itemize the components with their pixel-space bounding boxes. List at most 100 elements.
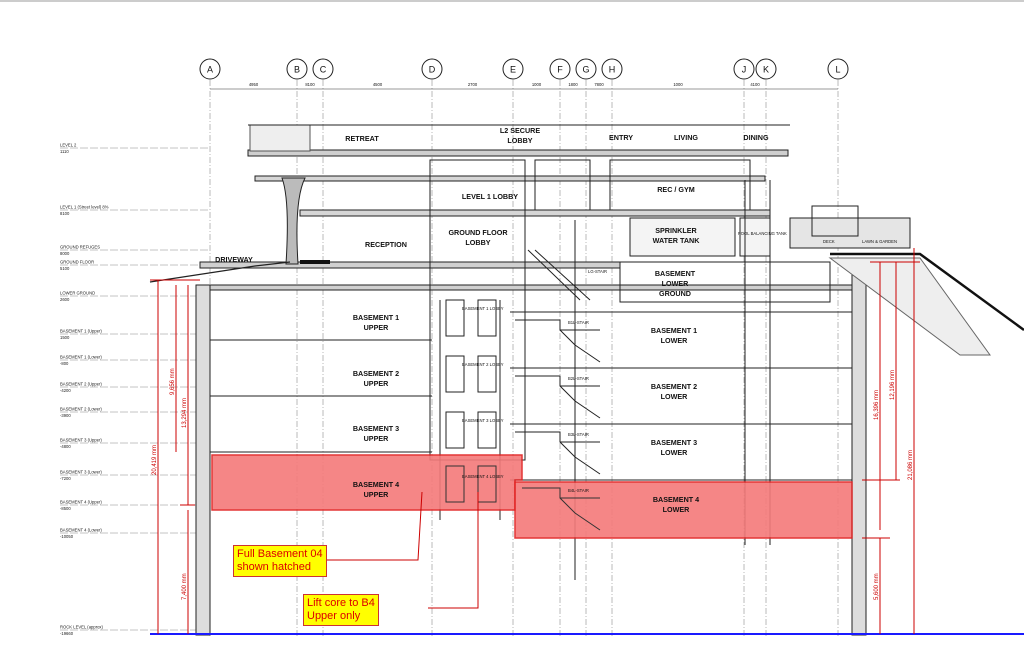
room-b2l-1: BASEMENT 2 — [651, 382, 697, 391]
level-rl: 1110 — [60, 149, 69, 154]
dim-13294: 13,294 mm — [182, 398, 188, 428]
callout-1-line-2: shown hatched — [237, 561, 311, 573]
level-name: BASEMENT 3 (Lower) — [60, 470, 102, 475]
dim-21086: 21,086 mm — [908, 450, 914, 480]
room-b4l-2: LOWER — [663, 505, 691, 514]
grid-label-k: K — [763, 65, 769, 75]
room-gf-lobby-2: LOBBY — [465, 238, 490, 247]
basement-4-highlight — [211, 454, 853, 539]
room-driveway: DRIVEWAY — [215, 255, 253, 264]
room-b1l-1: BASEMENT 1 — [651, 326, 697, 335]
dim-5600: 5,600 mm — [874, 573, 880, 600]
room-b4u-1: BASEMENT 4 — [353, 480, 399, 489]
room-blg-2: LOWER — [662, 279, 690, 288]
grid-label-c: C — [320, 65, 327, 75]
level-rl: 8100 — [60, 211, 70, 216]
callout-lift-core: Lift core to B4 Upper only — [303, 594, 379, 626]
room-b3l-2: LOWER — [661, 448, 689, 457]
room-b2l-2: LOWER — [661, 392, 689, 401]
room-lift1: BASEMENT 1 LOBBY — [462, 306, 504, 311]
grid-bubble-d — [421, 58, 443, 80]
room-b3-stair: B3L-STAIR — [568, 432, 589, 437]
room-b1l-2: LOWER — [661, 336, 689, 345]
dim-20419: 20,419 mm — [152, 445, 158, 475]
dimension-texts: 9,656 mm 13,294 mm 20,419 mm 7,400 mm 16… — [152, 368, 914, 600]
callout-2-line-1: Lift core to B4 — [307, 597, 375, 609]
room-b2u-1: BASEMENT 2 — [353, 369, 399, 378]
grid-bubble-l — [827, 58, 849, 80]
grid-spacing-label: 1000 — [532, 82, 542, 87]
grid-spacing-label: 4950 — [249, 82, 259, 87]
level-name: BASEMENT 2 (Lower) — [60, 407, 102, 412]
dimension-lines — [150, 248, 920, 634]
grid-spacing-label: 1800 — [568, 82, 578, 87]
level-name: LOWER GROUND — [60, 291, 95, 296]
grid-bubble-e — [502, 58, 524, 80]
grid-spacing-label: 7800 — [594, 82, 604, 87]
level-rl: 1500 — [60, 335, 70, 340]
room-b2-stair: B2L-STAIR — [568, 376, 589, 381]
room-l2-lobby-1: L2 SECURE — [500, 126, 541, 135]
room-labels: RETREAT L2 SECURE LOBBY ENTRY LIVING DIN… — [215, 126, 897, 514]
room-blg-3: GROUND — [659, 289, 691, 298]
room-b4u-2: UPPER — [364, 490, 390, 499]
grid-label-a: A — [207, 65, 213, 75]
grid-spacing-label: 4100 — [750, 82, 760, 87]
level-name: LEVEL 2 — [60, 143, 77, 148]
room-lg-stair: LG-STAIR — [588, 269, 607, 274]
room-b3l-1: BASEMENT 3 — [651, 438, 697, 447]
grid-bubble-f — [549, 58, 571, 80]
room-l2-lobby-2: LOBBY — [507, 136, 532, 145]
room-b4l-1: BASEMENT 4 — [653, 495, 699, 504]
room-b2u-2: UPPER — [364, 379, 390, 388]
grid-label-b: B — [294, 65, 300, 75]
grid-spacing-label: 2700 — [468, 82, 478, 87]
level-name: BASEMENT 1 (Upper) — [60, 329, 102, 334]
level-name: BASEMENT 4 (Lower) — [60, 528, 102, 533]
grid-label-g: G — [582, 65, 589, 75]
level-name: BASEMENT 2 (Upper) — [60, 382, 102, 387]
room-entry: ENTRY — [609, 133, 633, 142]
grid-label-h: H — [609, 65, 616, 75]
room-b4-stair: B4L-STAIR — [568, 488, 589, 493]
level-name: BASEMENT 1 (Lower) — [60, 355, 102, 360]
level-rl: -7200 — [60, 476, 71, 481]
level-rl: 5100 — [60, 266, 70, 271]
callout-2-line-2: Upper only — [307, 610, 361, 622]
dim-12196: 12,196 mm — [890, 370, 896, 400]
grid-spacing-label: 4500 — [373, 82, 383, 87]
level-rl: -4200 — [60, 388, 71, 393]
room-lift2: BASEMENT 2 LOBBY — [462, 362, 504, 367]
dim-9656: 9,656 mm — [170, 368, 176, 395]
grid-bubble-c — [312, 58, 334, 80]
grid-bubble-h — [601, 58, 623, 80]
level-rl: -8500 — [60, 506, 71, 511]
room-level1-lobby: LEVEL 1 LOBBY — [462, 192, 518, 201]
dim-16396: 16,396 mm — [874, 390, 880, 420]
grid-label-f: F — [557, 65, 563, 75]
level-rl: -800 — [60, 361, 69, 366]
room-deck: DECK — [823, 239, 835, 244]
building-structure — [149, 124, 1024, 636]
grid-label-d: D — [429, 65, 436, 75]
room-b1u-1: BASEMENT 1 — [353, 313, 399, 322]
level-name: BASEMENT 3 (Upper) — [60, 438, 102, 443]
grid-spacing-label: 8100 — [305, 82, 315, 87]
level-name: ROCK LEVEL (approx) — [60, 625, 104, 630]
level-name: GROUND REFUGES — [60, 245, 100, 250]
room-dining: DINING — [743, 133, 769, 142]
grid-bubble-a — [199, 58, 221, 80]
grid-bubble-k — [755, 58, 777, 80]
room-b3u-1: BASEMENT 3 — [353, 424, 399, 433]
level-name: GROUND FLOOR — [60, 260, 94, 265]
room-gf-lobby-1: GROUND FLOOR — [448, 228, 508, 237]
grid-label-l: L — [835, 65, 840, 75]
grid-bubble-j — [733, 58, 755, 80]
callout-full-basement: Full Basement 04 shown hatched — [233, 545, 327, 577]
level-rl: 2600 — [60, 297, 70, 302]
room-pool-tank: POOL BALANCING TANK — [738, 231, 787, 236]
room-rec-gym: REC / GYM — [657, 185, 695, 194]
